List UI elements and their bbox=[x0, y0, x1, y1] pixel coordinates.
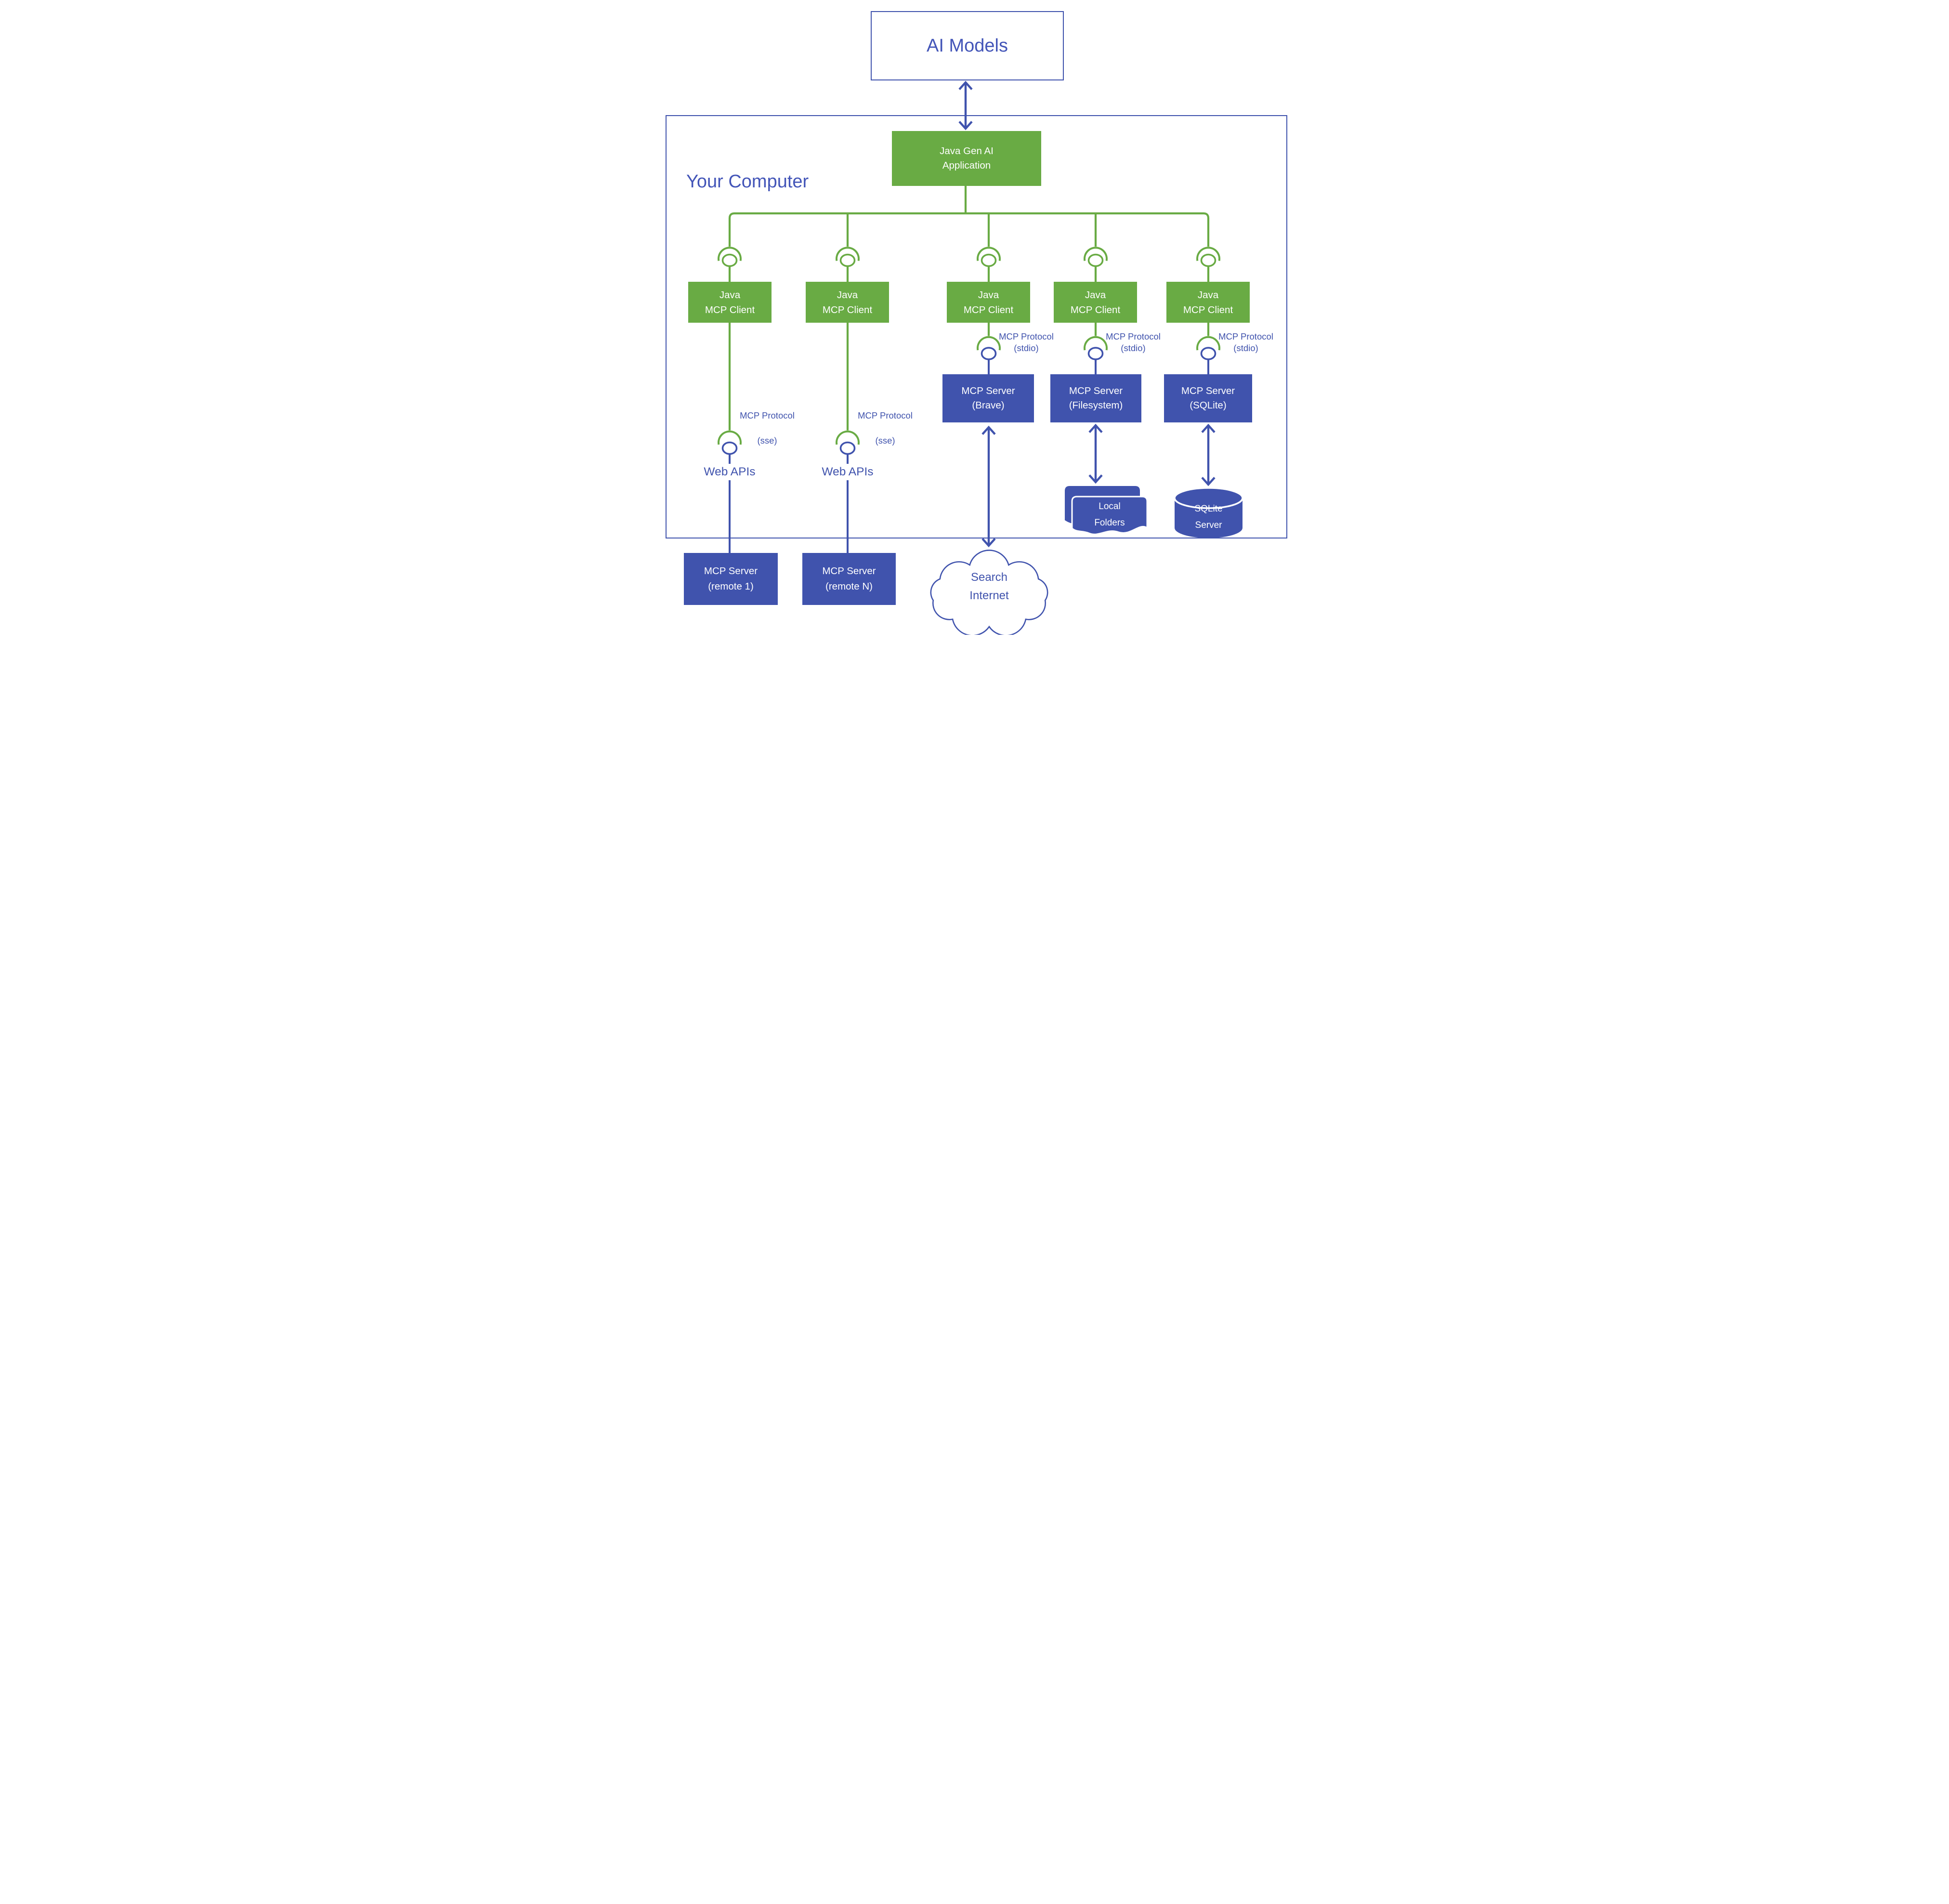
server-remoteN-line1: MCP Server bbox=[822, 565, 876, 577]
server-box-remote-1: MCP Server (remote 1) bbox=[684, 553, 778, 605]
local-folders-line2: Folders bbox=[1094, 518, 1125, 528]
client-5-line1: Java bbox=[1197, 289, 1219, 301]
protocol-label-stdio-2: MCP Protocol (stdio) bbox=[1092, 331, 1174, 354]
mcp-architecture-diagram: AI Models Your Computer Java Gen AI Appl… bbox=[650, 0, 1299, 635]
protocol-stdio-2-line1: MCP Protocol bbox=[1106, 331, 1161, 341]
protocol-stdio-3-line2: (stdio) bbox=[1233, 343, 1258, 353]
search-internet-caption: Search Internet bbox=[941, 568, 1037, 605]
ai-models-label: AI Models bbox=[927, 35, 1008, 56]
server-remote1-line1: MCP Server bbox=[704, 565, 758, 577]
gen-ai-app-line1: Java Gen AI bbox=[940, 145, 994, 157]
protocol-label-stdio-3: MCP Protocol (stdio) bbox=[1205, 331, 1287, 354]
local-folders-line1: Local bbox=[1099, 501, 1121, 512]
server-sqlite-line2: (SQLite) bbox=[1190, 400, 1227, 411]
protocol-sse-1-line1: MCP Protocol bbox=[740, 410, 795, 420]
client-2-line2: MCP Client bbox=[822, 304, 873, 315]
server-box-filesystem: MCP Server (Filesystem) bbox=[1050, 374, 1141, 422]
local-folders-caption: Local Folders bbox=[1072, 499, 1147, 531]
protocol-stdio-1-line1: MCP Protocol bbox=[999, 331, 1054, 341]
client-4-line2: MCP Client bbox=[1070, 304, 1121, 315]
protocol-label-stdio-1: MCP Protocol (stdio) bbox=[985, 331, 1067, 354]
server-box-brave: MCP Server (Brave) bbox=[942, 374, 1034, 422]
protocol-sse-2-line2: (sse) bbox=[875, 435, 895, 446]
protocol-stdio-3-line1: MCP Protocol bbox=[1218, 331, 1273, 341]
protocol-label-sse-1: MCP Protocol (sse) bbox=[726, 403, 808, 453]
server-remote1-line2: (remote 1) bbox=[708, 581, 754, 592]
client-5-line2: MCP Client bbox=[1183, 304, 1233, 315]
sqlite-server-line2: Server bbox=[1195, 520, 1222, 530]
client-box-1: Java MCP Client bbox=[688, 282, 772, 323]
your-computer-container bbox=[666, 115, 1287, 538]
client-box-2: Java MCP Client bbox=[806, 282, 889, 323]
protocol-stdio-1-line2: (stdio) bbox=[1014, 343, 1039, 353]
gen-ai-app-box: Java Gen AI Application bbox=[892, 131, 1041, 186]
web-apis-label-2: Web APIs bbox=[822, 465, 874, 478]
ai-models-box: AI Models bbox=[871, 11, 1064, 80]
server-filesystem-line2: (Filesystem) bbox=[1069, 400, 1123, 411]
client-box-3: Java MCP Client bbox=[947, 282, 1030, 323]
server-brave-line2: (Brave) bbox=[972, 400, 1005, 411]
client-3-line1: Java bbox=[978, 289, 999, 301]
server-box-sqlite: MCP Server (SQLite) bbox=[1164, 374, 1252, 422]
client-box-5: Java MCP Client bbox=[1166, 282, 1250, 323]
your-computer-label: Your Computer bbox=[686, 171, 809, 192]
protocol-stdio-2-line2: (stdio) bbox=[1121, 343, 1146, 353]
sqlite-server-caption: SQLite Server bbox=[1175, 501, 1243, 534]
protocol-label-sse-2: MCP Protocol (sse) bbox=[844, 403, 926, 453]
client-box-4: Java MCP Client bbox=[1054, 282, 1137, 323]
protocol-sse-2-line1: MCP Protocol bbox=[858, 410, 913, 420]
client-4-line1: Java bbox=[1085, 289, 1106, 301]
server-filesystem-line1: MCP Server bbox=[1069, 385, 1123, 396]
server-sqlite-line1: MCP Server bbox=[1181, 385, 1235, 396]
server-brave-line1: MCP Server bbox=[961, 385, 1015, 396]
sqlite-server-line1: SQLite bbox=[1194, 504, 1223, 514]
client-3-line2: MCP Client bbox=[963, 304, 1014, 315]
client-1-line1: Java bbox=[719, 289, 741, 301]
server-remoteN-line2: (remote N) bbox=[825, 581, 873, 592]
server-box-remote-n: MCP Server (remote N) bbox=[802, 553, 896, 605]
search-internet-line1: Search bbox=[970, 571, 1008, 584]
search-internet-line2: Internet bbox=[969, 589, 1009, 602]
protocol-sse-1-line2: (sse) bbox=[757, 435, 777, 446]
gen-ai-app-line2: Application bbox=[942, 160, 991, 171]
client-2-line1: Java bbox=[837, 289, 858, 301]
client-1-line2: MCP Client bbox=[705, 304, 755, 315]
web-apis-label-1: Web APIs bbox=[704, 465, 756, 478]
